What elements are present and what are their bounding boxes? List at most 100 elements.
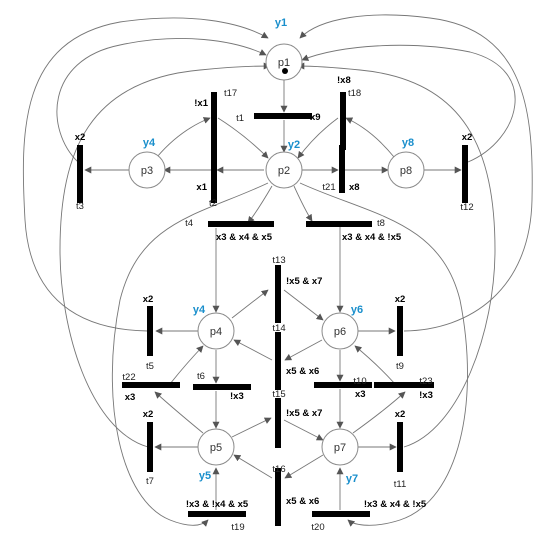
- transition-bars: [77, 92, 468, 526]
- transition-label-t4: t4: [185, 218, 193, 229]
- transition-t23: [374, 382, 434, 388]
- place-label-p8: p8: [400, 165, 412, 177]
- output-label-p2: y2: [288, 139, 300, 151]
- output-label-p1: y1: [275, 17, 287, 29]
- arc-t9-p1: [299, 14, 533, 332]
- transition-t10: [314, 382, 372, 388]
- place-label-p7: p7: [334, 442, 346, 454]
- arc-p2-t4: [247, 185, 273, 224]
- guard-t6: !x3: [230, 391, 244, 402]
- transition-label-t11: t11: [394, 479, 407, 490]
- output-labels: y1 y2 y4 y4 y5 y6 y7 y8: [143, 17, 414, 485]
- arc-p5-t15: [231, 417, 272, 438]
- transition-label-t22: t22: [122, 372, 135, 383]
- guard-t17: !x1: [194, 98, 208, 109]
- guard-t22: x3: [125, 392, 136, 403]
- transition-t3: [77, 145, 83, 203]
- transition-label-t18: t18: [348, 88, 361, 99]
- arc-t22-p4: [169, 345, 204, 385]
- place-p7: [321, 428, 359, 466]
- arc-t14-p4: [233, 339, 273, 361]
- guard-t5: x2: [143, 294, 154, 305]
- place-p4: [197, 312, 235, 350]
- place-label-p6: p6: [334, 326, 346, 338]
- transition-t1: [254, 113, 312, 119]
- transition-label-t2: t2: [209, 198, 217, 209]
- arc-t13-p6: [283, 289, 324, 321]
- arc-t12-p1: [301, 44, 516, 163]
- arc-p4-t13: [231, 289, 269, 319]
- arc-t17-p2: [217, 117, 269, 159]
- transition-t21: [339, 145, 345, 193]
- arc-t18-p2: [297, 117, 339, 159]
- place-label-p1: p1: [278, 57, 290, 69]
- transition-t15: [275, 398, 281, 448]
- transition-label-t5: t5: [146, 361, 154, 372]
- arc-t11-p1: [297, 62, 496, 448]
- place-p3: [128, 151, 166, 189]
- place-label-p2: p2: [278, 165, 290, 177]
- place-labels: p1 p2 p3 p4 p5 p6 p7 p8: [141, 57, 412, 454]
- output-label-p5: y5: [199, 470, 211, 482]
- arc-p2-t8: [293, 185, 313, 222]
- transition-label-t19: t19: [231, 522, 244, 533]
- guard-t7: x2: [143, 409, 154, 420]
- arc-p7-t23: [352, 391, 406, 434]
- transition-label-t8: t8: [377, 218, 385, 229]
- transition-label-t1: t1: [236, 113, 244, 124]
- guard-t12: x2: [462, 132, 473, 143]
- arc-p5-t22: [154, 391, 204, 434]
- guard-t3: x2: [75, 132, 86, 143]
- transition-label-t23: t23: [419, 376, 432, 387]
- place-p6: [321, 312, 359, 350]
- output-label-p7: y7: [346, 473, 358, 485]
- places: [128, 43, 425, 466]
- place-p2: [265, 151, 303, 189]
- transition-label-t7: t7: [146, 476, 154, 487]
- transition-label-t14: t14: [272, 323, 285, 334]
- arc-p3-t17: [156, 117, 211, 158]
- output-label-p8: y8: [402, 137, 414, 149]
- transition-label-t9: t9: [396, 361, 404, 372]
- guard-t11: x2: [395, 409, 406, 420]
- guard-t2: x1: [196, 182, 207, 193]
- arc-p2-t19: [111, 182, 269, 527]
- guard-t8: x3 & x4 & !x5: [342, 232, 402, 243]
- place-p1: [265, 43, 303, 81]
- arc-p7-t16: [284, 454, 324, 479]
- arcs: [22, 14, 533, 527]
- transition-t8: [306, 221, 372, 227]
- token: [282, 68, 288, 74]
- place-label-p4: p4: [210, 326, 222, 338]
- guard-t9: x2: [395, 294, 406, 305]
- arc-t5-p1: [22, 17, 269, 332]
- guard-t14: x5 & x6: [286, 366, 319, 377]
- arc-t15-p7: [283, 419, 324, 441]
- transition-t5: [147, 306, 153, 356]
- guard-t15: !x5 & x7: [286, 408, 322, 419]
- arc-p6-t14: [284, 339, 323, 361]
- arc-t16-p5: [233, 454, 273, 479]
- guard-labels: x9 x1 x2 x3 & x4 & x5 x2 !x3 x2 x3 & x4 …: [75, 75, 473, 510]
- guard-t18: !x8: [337, 75, 351, 86]
- output-label-p4: y4: [193, 304, 206, 316]
- transition-t4: [208, 221, 274, 227]
- guard-t20: !x3 & x4 & !x5: [364, 499, 427, 510]
- guard-t4: x3 & x4 & x5: [216, 232, 273, 243]
- transition-label-t13: t13: [272, 255, 285, 266]
- transition-t11: [397, 422, 403, 472]
- transition-t12: [462, 145, 468, 203]
- guard-t1: x9: [310, 112, 321, 123]
- guard-t21: x8: [349, 182, 360, 193]
- guard-t16: x5 & x6: [286, 496, 319, 507]
- transition-t6: [193, 384, 251, 390]
- transition-t20: [312, 511, 370, 517]
- transition-label-t12: t12: [460, 202, 473, 213]
- guard-t13: !x5 & x7: [286, 276, 322, 287]
- transition-label-t21: t21: [322, 182, 335, 193]
- transition-label-t17: t17: [224, 88, 237, 99]
- transition-label-t20: t20: [311, 522, 324, 533]
- transition-t13: [275, 265, 281, 323]
- guard-t19: !x3 & !x4 & x5: [186, 499, 249, 510]
